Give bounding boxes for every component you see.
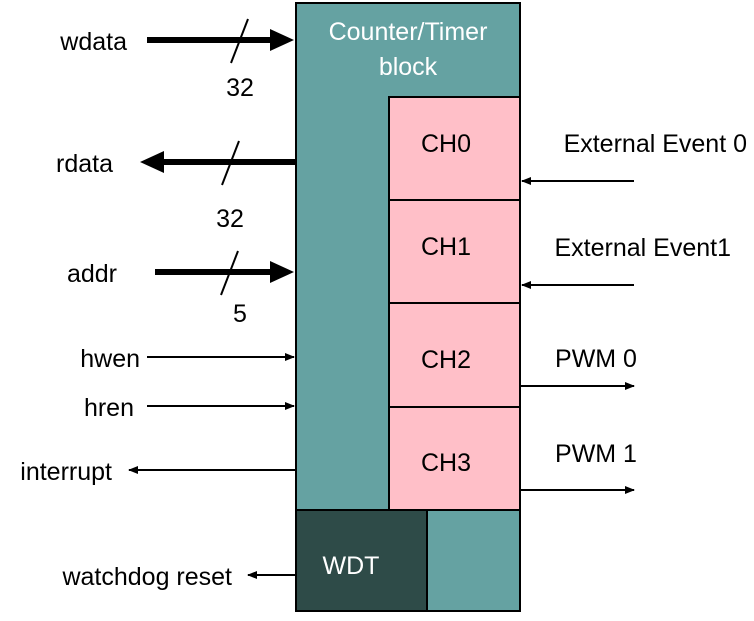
wdata-label: wdata <box>59 28 127 56</box>
wdata-width-label: 32 <box>226 74 254 102</box>
external-event0-label: External Event 0 <box>564 130 747 158</box>
wdt-box <box>295 509 428 612</box>
channel-ch0-label: CH0 <box>421 130 471 158</box>
block-title-line2: block <box>379 53 438 81</box>
hwen-label: hwen <box>80 345 140 373</box>
wdt-label: WDT <box>323 552 380 580</box>
channel-ch3-label: CH3 <box>421 449 471 477</box>
wdata-width-slash <box>230 18 249 64</box>
pwm0-label: PWM 0 <box>555 345 637 373</box>
wdt-side-box <box>426 509 521 612</box>
wdata-arrowhead <box>270 29 294 51</box>
block-title-line1: Counter/Timer <box>329 18 488 46</box>
channel-ch1-label: CH1 <box>421 233 471 261</box>
channel-ch2-box <box>388 302 521 408</box>
hren-label: hren <box>84 394 134 422</box>
addr-arrowhead <box>270 261 294 283</box>
pwm1-label: PWM 1 <box>555 440 637 468</box>
rdata-arrowhead <box>140 151 164 173</box>
channel-ch1-box <box>388 199 521 304</box>
addr-label: addr <box>67 260 117 288</box>
interrupt-label: interrupt <box>20 458 112 486</box>
channel-ch2-label: CH2 <box>421 346 471 374</box>
watchdog-reset-label: watchdog reset <box>61 563 232 591</box>
channel-ch0-box <box>388 96 521 201</box>
rdata-width-label: 32 <box>216 205 244 233</box>
rdata-width-slash <box>221 140 240 186</box>
external-event1-label: External Event1 <box>555 234 732 262</box>
addr-width-slash <box>220 250 239 296</box>
rdata-label: rdata <box>56 150 113 178</box>
addr-width-label: 5 <box>233 300 247 328</box>
